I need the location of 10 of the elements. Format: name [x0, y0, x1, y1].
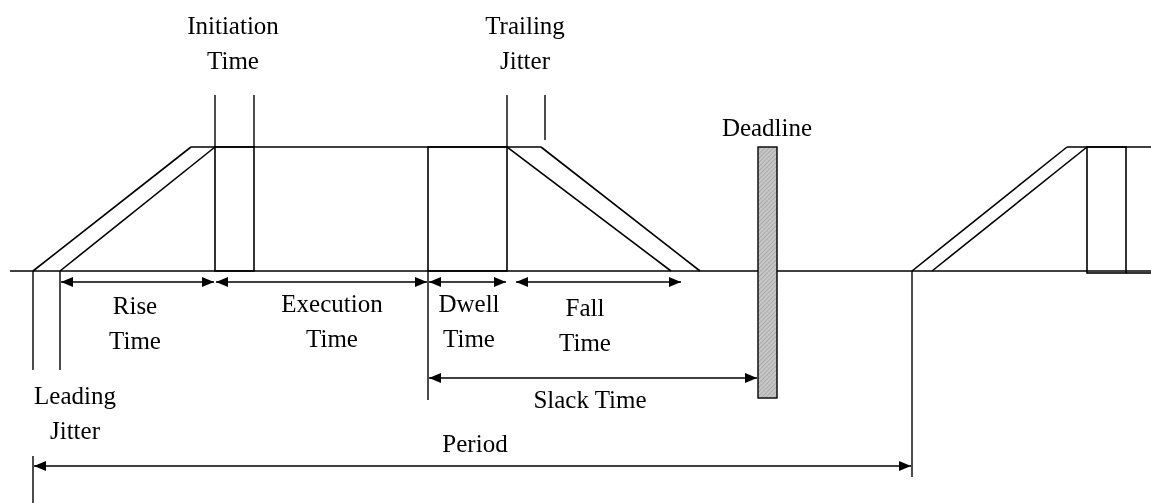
dimension-label: Dwell Time [437, 289, 501, 354]
dimension-label: Trailing Jitter [484, 11, 566, 76]
dimension-label: Slack Time [532, 385, 648, 415]
dimension-label: Fall Time [558, 293, 612, 358]
deadline-label: Deadline [720, 113, 814, 143]
dimension-label: Rise Time [108, 291, 162, 356]
dimension-label: Execution Time [280, 289, 384, 354]
dimension-label: Leading Jitter [33, 381, 117, 446]
dimension-label: Initiation Time [186, 11, 280, 76]
dimension-label: Period [441, 429, 509, 459]
